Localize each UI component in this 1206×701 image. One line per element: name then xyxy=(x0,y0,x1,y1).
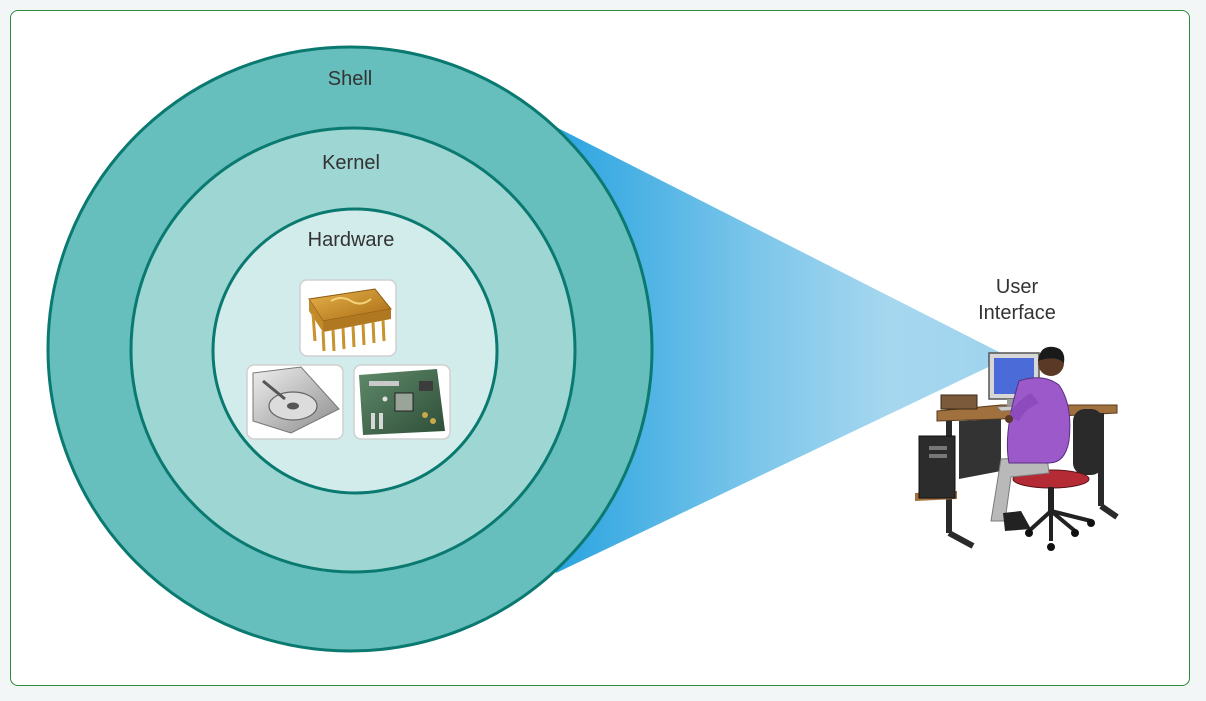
cpu-chip-icon xyxy=(299,279,397,357)
hard-disk-icon xyxy=(246,364,344,440)
user-interface-label-line1: User xyxy=(996,276,1039,298)
shell-label: Shell xyxy=(328,68,372,90)
interface-beam xyxy=(554,126,1001,573)
hardware-label: Hardware xyxy=(308,229,395,251)
user-interface-label-line2: Interface xyxy=(978,302,1056,324)
person-at-computer-icon xyxy=(915,346,1119,551)
kernel-label: Kernel xyxy=(322,152,380,174)
diagram-frame: Shell Kernel Hardware xyxy=(10,10,1190,686)
os-layers-diagram: Shell Kernel Hardware xyxy=(46,45,1119,653)
motherboard-icon xyxy=(353,364,451,440)
